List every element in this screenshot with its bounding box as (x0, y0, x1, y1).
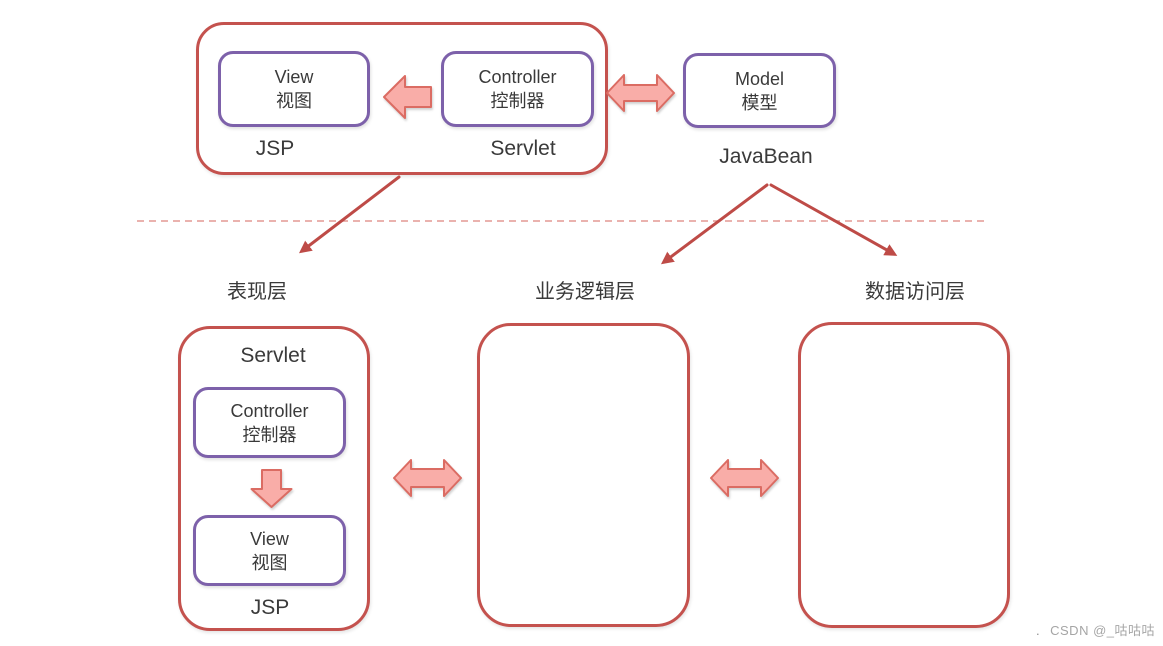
csdn-watermark: . CSDN @_咕咕咕 (1036, 620, 1155, 639)
watermark-text: CSDN @_咕咕咕 (1050, 623, 1155, 638)
double-headed-arrow-icon-right (710, 459, 779, 497)
double-headed-arrow-icon-top (606, 74, 675, 112)
watermark-dot: . (1036, 623, 1041, 638)
layer-label-data-access: 数据访问层 (865, 281, 965, 303)
model-box: Model 模型 (683, 53, 836, 128)
diagonal-arrow-webcontainer-to-presentation (298, 175, 401, 254)
view-label-en: View (274, 67, 314, 87)
layer-label-business: 业务逻辑层 (535, 281, 635, 303)
double-headed-arrow-icon-left (393, 459, 462, 497)
controller-label-zh: 控制器 (242, 424, 297, 445)
jsp-caption-bottom: JSP (250, 596, 290, 619)
layer-label-presentation: 表现层 (227, 281, 287, 303)
view-label-en: View (250, 528, 289, 549)
diagonal-arrow-javabean-to-business (660, 183, 769, 265)
model-label-en: Model (734, 68, 785, 89)
model-label-zh: 模型 (741, 92, 778, 113)
controller-box-bottom: Controller 控制器 (193, 387, 346, 458)
controller-label-en: Controller (230, 400, 309, 421)
view-label-zh: 视图 (276, 91, 312, 111)
data-access-layer-box (798, 322, 1010, 628)
view-label-zh: 视图 (251, 552, 288, 573)
controller-box-top: Controller 控制器 (441, 51, 594, 127)
servlet-caption-top: Servlet (490, 137, 556, 160)
javabean-caption: JavaBean (719, 145, 813, 168)
jsp-caption-top: JSP (255, 137, 295, 160)
servlet-caption-bottom: Servlet (240, 344, 306, 367)
diagonal-arrow-javabean-to-dataaccess (769, 183, 898, 256)
controller-label-zh: 控制器 (490, 91, 545, 111)
business-layer-box (477, 323, 690, 627)
view-box-bottom: View 视图 (193, 515, 346, 586)
view-box-top: View 视图 (218, 51, 370, 127)
controller-label-en: Controller (478, 67, 557, 87)
